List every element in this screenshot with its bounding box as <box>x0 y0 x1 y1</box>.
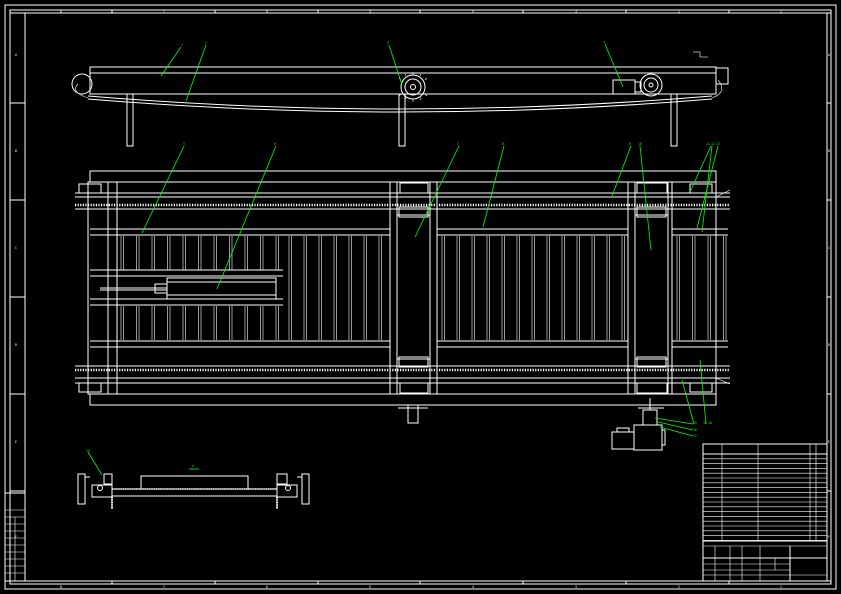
row-zone-label-right: E <box>828 440 830 444</box>
balloon-1: 1 <box>181 43 183 47</box>
row-zone-label-left: E <box>15 440 17 444</box>
column-zone-label-top: 2 <box>678 9 680 13</box>
column-zone-label-top: 7 <box>163 9 165 13</box>
balloon-12: 12 <box>711 142 715 146</box>
leader-lines <box>87 43 719 476</box>
row-zone-label-left: D <box>15 343 17 347</box>
column-zone-label-bottom: 8 <box>60 585 62 589</box>
column-zone-label-top: 8 <box>60 9 62 13</box>
row-zone-label-right: A <box>828 53 830 57</box>
balloon-16: 16 <box>693 428 697 432</box>
balloon-5: 5 <box>183 142 185 146</box>
section-view: A <box>77 464 310 509</box>
balloon-18: 18 <box>708 421 712 425</box>
balloon-13: 13 <box>716 142 720 146</box>
balloon-9: 9 <box>629 142 631 146</box>
column-zone-label-bottom: 1 <box>780 585 782 589</box>
title-block <box>702 443 828 582</box>
bom-table-rows <box>703 458 827 541</box>
column-zone-label-bottom: 6 <box>266 585 268 589</box>
row-zone-label-right: B <box>828 149 830 153</box>
row-zone-labels: A A B B C C D D E E F F <box>15 53 830 539</box>
column-zone-label-bottom: 7 <box>163 585 165 589</box>
balloon-17: 17 <box>693 434 697 438</box>
balloon-15: 15 <box>693 421 697 425</box>
column-zone-label-top: 5 <box>369 9 371 13</box>
row-zone-label-left: F <box>15 535 17 539</box>
column-zone-label-top: 1 <box>780 9 782 13</box>
balloon-11: 11 <box>706 142 710 146</box>
balloon-19: 19 <box>86 449 90 453</box>
balloon-8: 8 <box>502 142 504 146</box>
column-zone-label-bottom: 2 <box>678 585 680 589</box>
balloon-14: 14 <box>703 421 707 425</box>
column-zone-label-bottom: 4 <box>472 585 474 589</box>
column-zone-label-top: 6 <box>266 9 268 13</box>
balloon-6: 6 <box>274 142 276 146</box>
front-view <box>71 51 729 147</box>
column-zone-label-bottom: 5 <box>369 585 371 589</box>
balloon-labels: 1 2 3 4 5 6 7 8 9 10 11 12 13 14 15 16 1… <box>86 40 720 453</box>
column-zone-label-bottom: 3 <box>575 585 577 589</box>
balloon-10: 10 <box>638 142 642 146</box>
row-zone-label-right: D <box>828 343 830 347</box>
row-zone-label-right: C <box>828 246 830 250</box>
row-zone-label-left: A <box>15 53 17 57</box>
balloon-3: 3 <box>387 41 389 45</box>
roller-slats <box>120 236 727 340</box>
plan-view <box>75 170 731 424</box>
section-label: A <box>192 464 194 468</box>
row-zone-label-left: B <box>15 149 17 153</box>
balloon-7: 7 <box>457 142 459 146</box>
balloon-2: 2 <box>205 41 207 45</box>
row-zone-label-left: C <box>15 246 17 250</box>
drive-motor <box>611 398 666 451</box>
balloon-4: 4 <box>603 40 605 44</box>
column-zone-label-top: 4 <box>472 9 474 13</box>
side-revision-strip <box>4 492 26 582</box>
row-zone-label-right: F <box>828 535 830 539</box>
column-zone-label-top: 3 <box>575 9 577 13</box>
